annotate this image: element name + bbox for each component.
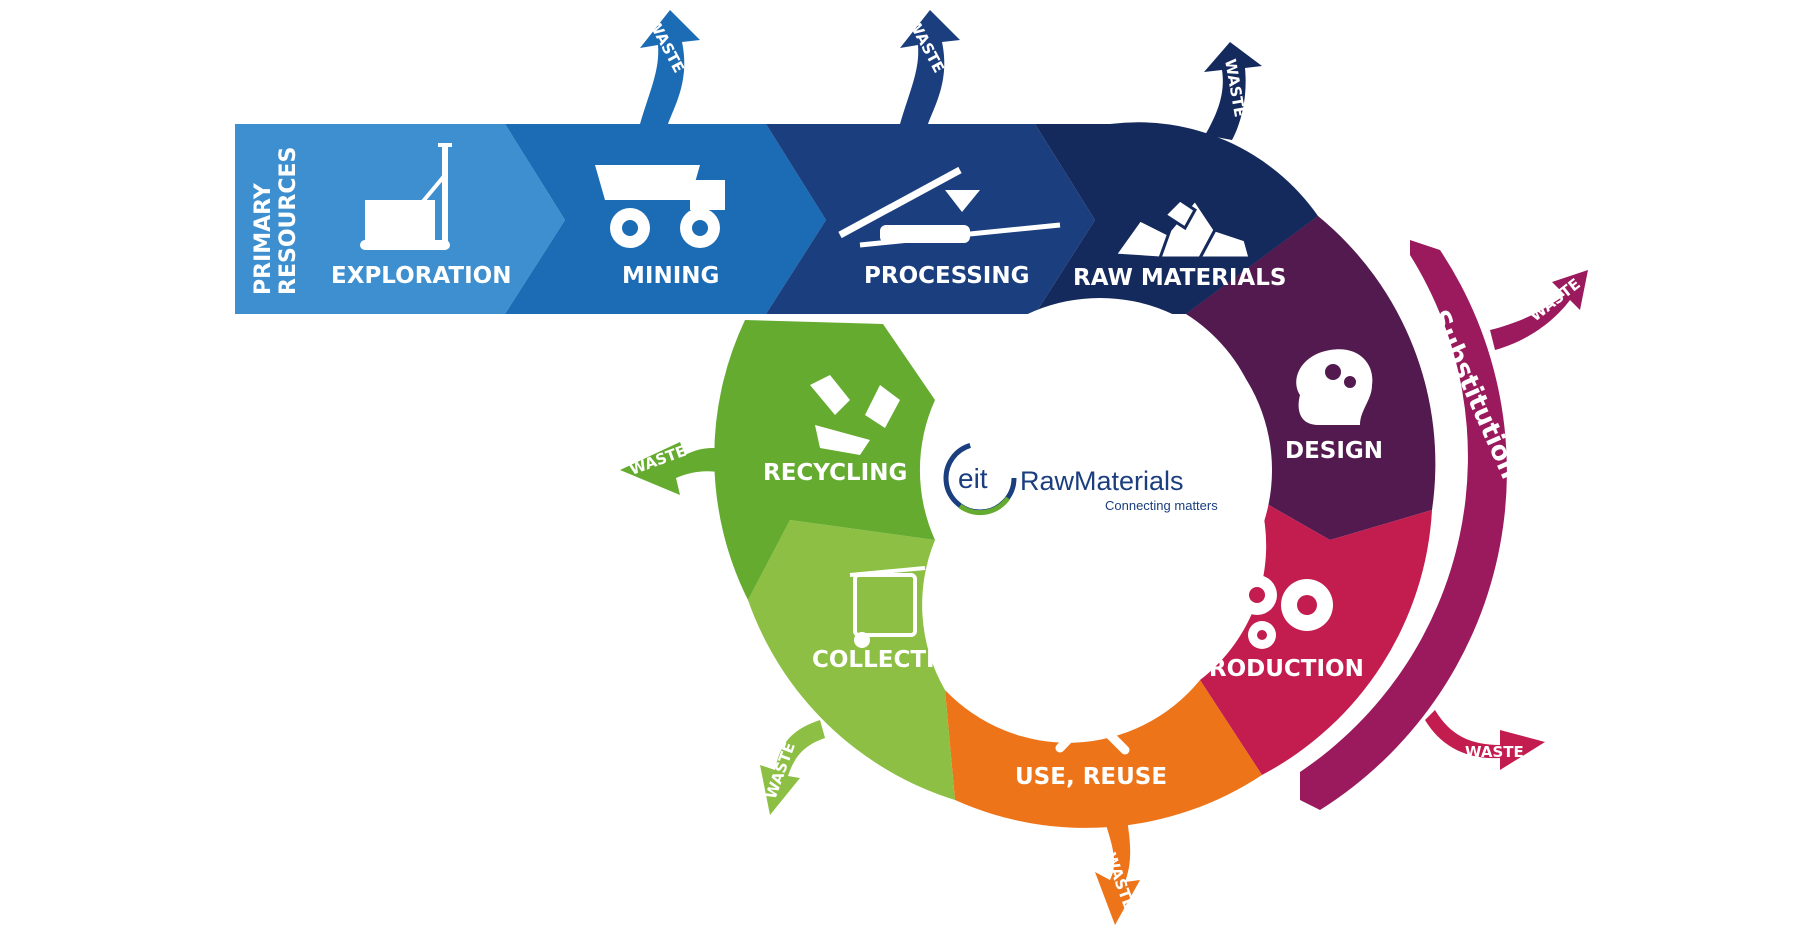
- logo-tagline: Connecting matters: [1105, 498, 1218, 513]
- stage-labels: PRIMARY RESOURCES EXPLORATION MINING PRO…: [251, 147, 1383, 790]
- design-label: DESIGN: [1285, 438, 1383, 464]
- recycle-icon: [810, 375, 900, 455]
- waste-arrow-mining: WASTE: [640, 10, 700, 124]
- svg-text:WASTE: WASTE: [1465, 743, 1524, 761]
- exploration-label: EXPLORATION: [331, 263, 511, 289]
- gears-icon: [1237, 575, 1333, 649]
- recycling-label: RECYCLING: [763, 460, 907, 486]
- processing-segment: [766, 124, 1095, 314]
- recycle-bin-icon: [849, 566, 926, 648]
- mining-segment: [505, 124, 826, 314]
- use-reuse-label: USE, REUSE: [1015, 764, 1167, 790]
- substitution-band: [1300, 240, 1507, 810]
- primary-resources-label: PRIMARY: [251, 182, 276, 295]
- logo-mark: eit: [958, 463, 988, 494]
- collection-label: COLLECTION: [812, 647, 973, 673]
- primary-resources-label-2: RESOURCES: [276, 147, 301, 295]
- processing-label: PROCESSING: [864, 263, 1030, 289]
- mining-label: MINING: [622, 263, 719, 289]
- eit-raw-materials-logo: eit RawMaterials Connecting matters: [943, 441, 1218, 516]
- head-gears-icon: [1296, 349, 1373, 425]
- collection-segment: [748, 520, 955, 800]
- production-segment: [1200, 500, 1432, 775]
- drill-rig-icon: [360, 143, 452, 250]
- waste-arrow-substitution-bottom: WASTE: [1425, 710, 1545, 770]
- dump-truck-icon: [595, 165, 725, 248]
- waste-arrow-processing: WASTE: [900, 10, 960, 124]
- logo-name: RawMaterials: [1020, 466, 1184, 496]
- logo-ring-green: [958, 496, 1011, 516]
- raw-materials-label: RAW MATERIALS: [1073, 265, 1286, 291]
- center-hole: [928, 298, 1272, 642]
- tools-icon: [1050, 664, 1141, 755]
- use-reuse-segment: [945, 680, 1262, 828]
- conveyor-icon: [838, 166, 1061, 248]
- waste-arrow-collection: WASTE: [760, 720, 825, 815]
- waste-arrow-substitution-top: WASTE: [1490, 270, 1588, 350]
- waste-arrows: WASTE WASTE WASTE WASTE WASTE WASTE WAST…: [620, 10, 1588, 925]
- waste-arrow-raw-materials: WASTE: [1204, 42, 1262, 140]
- rocks-icon: [1112, 197, 1252, 260]
- production-label: PRODUCTION: [1192, 656, 1364, 682]
